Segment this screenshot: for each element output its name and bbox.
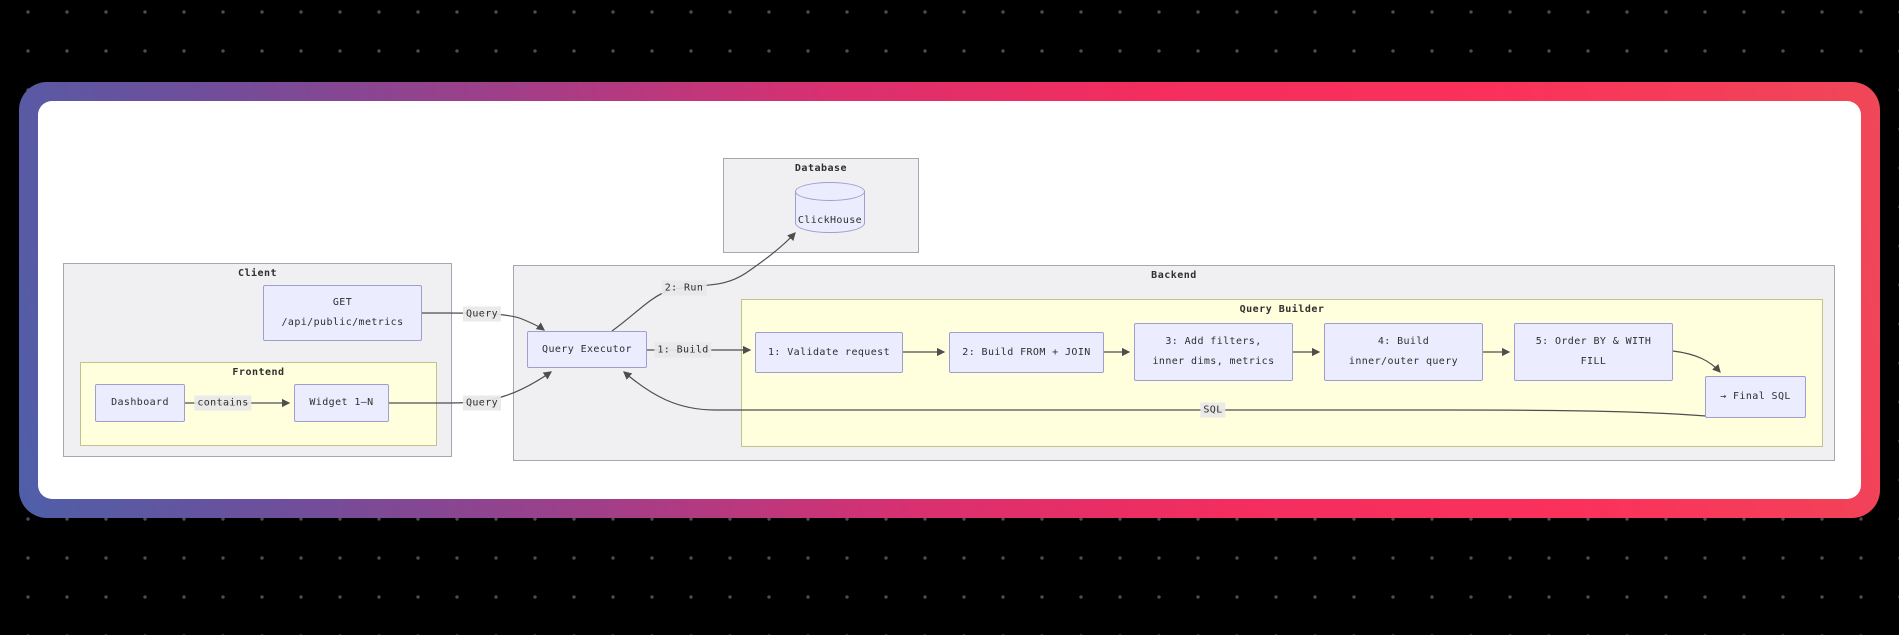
node-add-filters: 3: Add filters, inner dims, metrics <box>1134 323 1293 381</box>
node-order-by-with-fill: 5: Order BY & WITH FILL <box>1514 323 1673 381</box>
cluster-label-client: Client <box>237 268 278 279</box>
cluster-label-database: Database <box>794 163 848 174</box>
node-widget: Widget 1–N <box>294 384 389 422</box>
node-final-sql: → Final SQL <box>1705 376 1806 418</box>
node-build-from-join: 2: Build FROM + JOIN <box>949 332 1104 373</box>
node-clickhouse-label: ClickHouse <box>797 215 863 226</box>
node-dashboard: Dashboard <box>95 384 185 422</box>
node-build-inner-outer: 4: Build inner/outer query <box>1324 323 1483 381</box>
cluster-label-backend: Backend <box>1151 270 1197 281</box>
edge-label-sql: SQL <box>1200 402 1226 418</box>
edge-label-contains: contains <box>194 395 252 411</box>
edge-label-query-top: Query <box>462 306 502 322</box>
edge-label-query-bottom: Query <box>462 395 502 411</box>
node-get-endpoint: GET /api/public/metrics <box>263 285 422 341</box>
cluster-label-frontend: Frontend <box>232 367 285 378</box>
edge-label-build: 1: Build <box>654 342 712 358</box>
cylinder-top-ellipse <box>795 182 865 201</box>
node-validate-request: 1: Validate request <box>755 332 903 373</box>
node-clickhouse: ClickHouse <box>795 182 865 234</box>
edge-label-run: 2: Run <box>661 280 707 296</box>
node-query-executor: Query Executor <box>527 331 647 368</box>
cluster-label-query-builder: Query Builder <box>1239 304 1325 315</box>
